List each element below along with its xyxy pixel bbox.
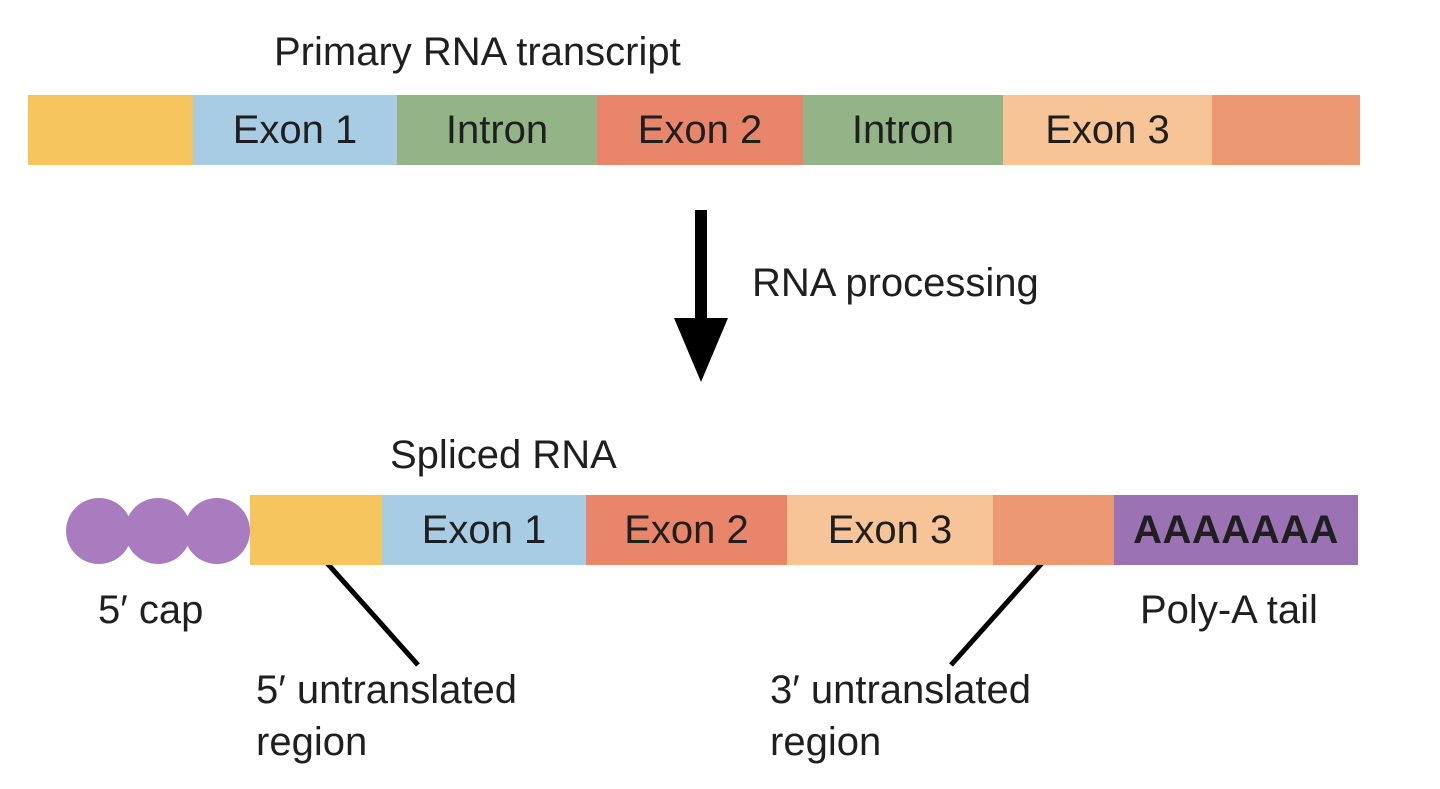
primary-utr5-segment [28, 95, 193, 165]
primary-transcript-title: Primary RNA transcript [274, 30, 681, 74]
primary-intron1-segment: Intron [397, 95, 597, 165]
spliced-exon3-segment: Exon 3 [787, 495, 993, 565]
spliced-rna-title: Spliced RNA [390, 433, 617, 477]
rna-processing-label: RNA processing [752, 261, 1039, 305]
primary-exon3-segment: Exon 3 [1003, 95, 1212, 165]
five-prime-cap-label: 5′ cap [98, 588, 204, 632]
spliced-exon1-segment: Exon 1 [382, 495, 586, 565]
poly-a-segment: AAAAAAA [1114, 495, 1358, 565]
utr5-label-line1: 5′ untranslated [256, 668, 518, 712]
utr3-label-line1: 3′ untranslated [770, 668, 1032, 712]
utr3-label-line2: region [770, 720, 882, 764]
utr5-label-line2: region [256, 720, 368, 764]
primary-transcript-bar: Exon 1 Intron Exon 2 Intron Exon 3 [28, 95, 1360, 165]
primary-exon1-segment: Exon 1 [193, 95, 397, 165]
spliced-utr5-segment [250, 495, 382, 565]
cap-circle-2 [125, 498, 191, 564]
spliced-exon2-segment: Exon 2 [586, 495, 787, 565]
utr5-pointer-line [316, 551, 420, 667]
primary-utr3-segment [1212, 95, 1360, 165]
processing-arrow-head [674, 318, 728, 382]
spliced-utr3-segment [993, 495, 1114, 565]
cap-circle-3 [184, 498, 250, 564]
primary-exon2-segment: Exon 2 [597, 95, 803, 165]
poly-a-tail-label: Poly-A tail [1140, 588, 1318, 632]
cap-circle-1 [66, 498, 132, 564]
primary-intron2-segment: Intron [803, 95, 1003, 165]
spliced-rna-bar: Exon 1 Exon 2 Exon 3 AAAAAAA [250, 495, 1358, 565]
utr3-pointer-line [949, 551, 1053, 667]
